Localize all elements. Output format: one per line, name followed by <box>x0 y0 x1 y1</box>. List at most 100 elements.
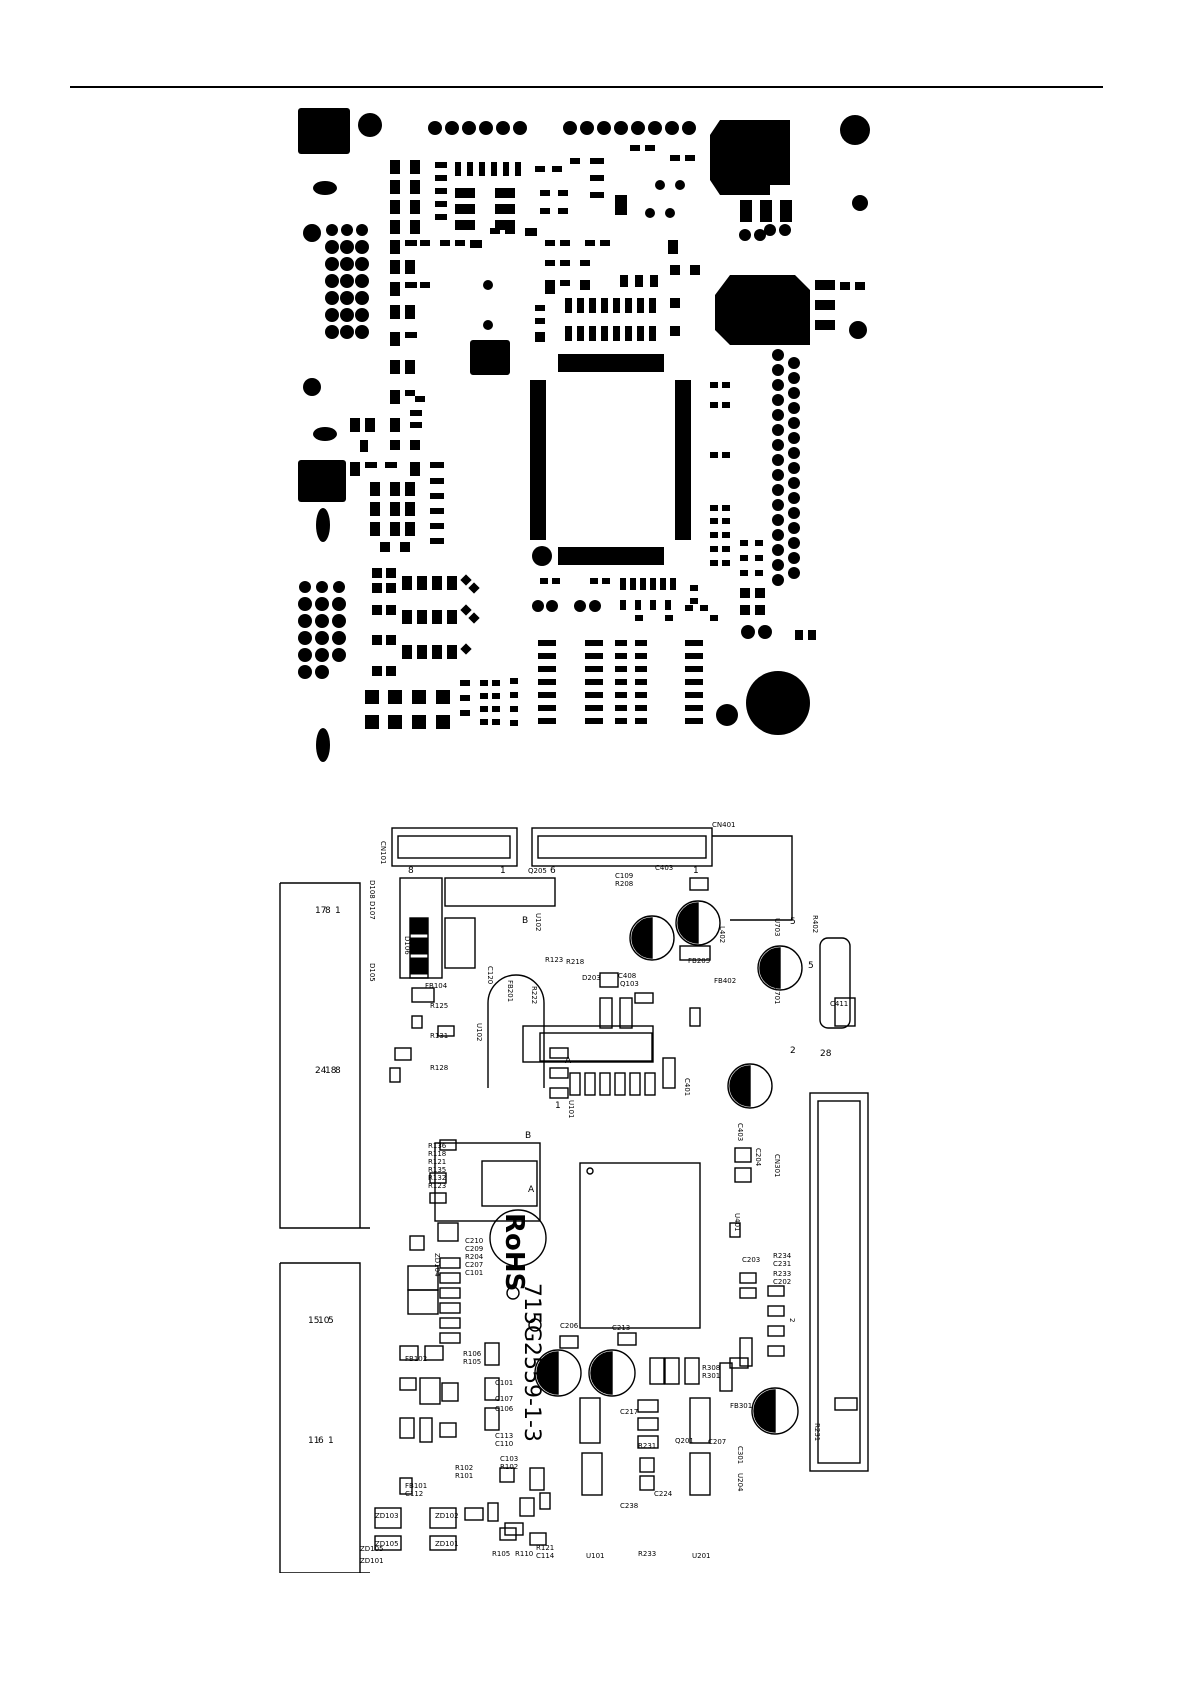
svg-text:C403: C403 <box>736 1123 744 1141</box>
svg-text:CN301: CN301 <box>773 1154 781 1178</box>
svg-text:U204: U204 <box>736 1473 744 1492</box>
svg-text:D203: D203 <box>582 974 601 982</box>
svg-text:C217: C217 <box>620 1408 638 1416</box>
svg-text:C224: C224 <box>654 1490 673 1498</box>
svg-text:5: 5 <box>328 1316 334 1326</box>
svg-text:R204: R204 <box>465 1253 484 1261</box>
svg-text:2: 2 <box>790 1046 796 1056</box>
svg-text:R118: R118 <box>428 1150 446 1158</box>
svg-text:C301: C301 <box>736 1446 744 1464</box>
svg-text:2: 2 <box>788 1318 796 1322</box>
svg-text:C113: C113 <box>495 1432 513 1440</box>
svg-text:U703: U703 <box>773 918 781 936</box>
svg-text:5: 5 <box>808 961 814 971</box>
pcb-copper-pattern <box>298 108 870 762</box>
svg-text:ZD102: ZD102 <box>435 1512 459 1520</box>
svg-text:U101: U101 <box>586 1552 604 1560</box>
svg-text:Q205: Q205 <box>528 867 547 875</box>
svg-text:C207: C207 <box>465 1261 483 1269</box>
svg-text:C110: C110 <box>495 1440 513 1448</box>
svg-text:R132: R132 <box>428 1174 446 1182</box>
svg-text:C411: C411 <box>830 1000 848 1008</box>
svg-text:C106: C106 <box>495 1405 514 1413</box>
svg-text:C238: C238 <box>620 1502 638 1510</box>
svg-text:C101: C101 <box>495 1379 513 1387</box>
svg-text:C103: C103 <box>500 1455 518 1463</box>
header-rule <box>70 86 1103 88</box>
board-number: 715G2559-1-3 <box>519 1283 544 1442</box>
svg-text:L402: L402 <box>718 926 726 943</box>
svg-text:Q103: Q103 <box>620 980 639 988</box>
svg-text:C203: C203 <box>742 1256 760 1264</box>
svg-text:R110: R110 <box>515 1550 533 1558</box>
svg-text:C107: C107 <box>495 1395 513 1403</box>
svg-text:1: 1 <box>328 1436 334 1446</box>
svg-text:R231: R231 <box>638 1442 656 1450</box>
svg-text:R125: R125 <box>430 1002 448 1010</box>
svg-text:R128: R128 <box>430 1064 448 1072</box>
svg-text:D105: D105 <box>368 963 376 982</box>
svg-text:C109: C109 <box>615 872 633 880</box>
svg-text:C401: C401 <box>683 1078 691 1096</box>
svg-text:C209: C209 <box>465 1245 483 1253</box>
svg-text:C210: C210 <box>465 1237 483 1245</box>
svg-text:R135: R135 <box>428 1166 446 1174</box>
svg-text:R402: R402 <box>811 915 819 933</box>
svg-text:8: 8 <box>408 866 414 876</box>
svg-text:C202: C202 <box>773 1278 791 1286</box>
svg-text:28: 28 <box>820 1049 832 1059</box>
svg-text:1: 1 <box>500 866 506 876</box>
svg-text:FB102: FB102 <box>405 1355 427 1363</box>
svg-text:U102: U102 <box>534 913 542 931</box>
svg-text:C206: C206 <box>560 1322 579 1330</box>
svg-text:D106: D106 <box>403 936 411 955</box>
svg-text:R136: R136 <box>428 1142 447 1150</box>
svg-text:R131: R131 <box>430 1032 448 1040</box>
svg-text:C403: C403 <box>655 864 673 872</box>
svg-text:U101: U101 <box>567 1100 575 1118</box>
svg-text:R234: R234 <box>773 1252 792 1260</box>
svg-text:Q201: Q201 <box>675 1437 694 1445</box>
svg-text:R233: R233 <box>773 1270 791 1278</box>
svg-text:R102: R102 <box>500 1463 518 1471</box>
svg-text:B: B <box>525 1131 531 1141</box>
svg-text:C112: C112 <box>405 1490 423 1498</box>
svg-text:ZD101: ZD101 <box>360 1557 384 1565</box>
svg-text:R102: R102 <box>455 1464 473 1472</box>
svg-text:U102: U102 <box>475 1023 483 1041</box>
svg-text:FB101: FB101 <box>405 1482 427 1490</box>
svg-text:U701: U701 <box>773 986 781 1004</box>
svg-text:R222: R222 <box>530 986 538 1004</box>
svg-text:24: 24 <box>315 1066 327 1076</box>
svg-text:15: 15 <box>308 1316 319 1326</box>
svg-text:C101: C101 <box>465 1269 483 1277</box>
svg-text:8: 8 <box>335 1066 341 1076</box>
svg-text:D108 D107: D108 D107 <box>368 880 376 920</box>
svg-text:8: 8 <box>325 906 331 916</box>
svg-text:C207: C207 <box>708 1438 726 1446</box>
svg-text:ZD101: ZD101 <box>435 1540 459 1548</box>
svg-text:CN101: CN101 <box>379 841 387 865</box>
svg-text:R121: R121 <box>428 1158 446 1166</box>
svg-text:A: A <box>565 1056 572 1066</box>
svg-text:C231: C231 <box>773 1260 791 1268</box>
svg-text:FB301: FB301 <box>730 1402 752 1410</box>
svg-text:ZD105: ZD105 <box>375 1540 399 1548</box>
svg-text:ZD105: ZD105 <box>360 1545 384 1553</box>
svg-text:1: 1 <box>335 906 341 916</box>
svg-text:U401: U401 <box>733 1213 741 1231</box>
svg-text:R105: R105 <box>492 1550 510 1558</box>
svg-text:R101: R101 <box>455 1472 473 1480</box>
pcb-silkscreen-layout: CN101 CN401 Q205 C109 R208 C403 L402 R40… <box>279 821 869 1573</box>
rohs-mark: RoHS <box>499 1213 529 1291</box>
svg-text:1: 1 <box>555 1101 561 1111</box>
svg-text:C114: C114 <box>536 1552 555 1560</box>
svg-text:R301: R301 <box>702 1372 720 1380</box>
svg-text:FB402: FB402 <box>714 977 736 985</box>
svg-text:R308: R308 <box>702 1364 720 1372</box>
svg-text:6: 6 <box>318 1436 324 1446</box>
svg-text:R231: R231 <box>813 1423 821 1441</box>
svg-text:CN401: CN401 <box>712 821 736 829</box>
svg-text:C120: C120 <box>486 966 494 984</box>
svg-text:U201: U201 <box>692 1552 710 1560</box>
